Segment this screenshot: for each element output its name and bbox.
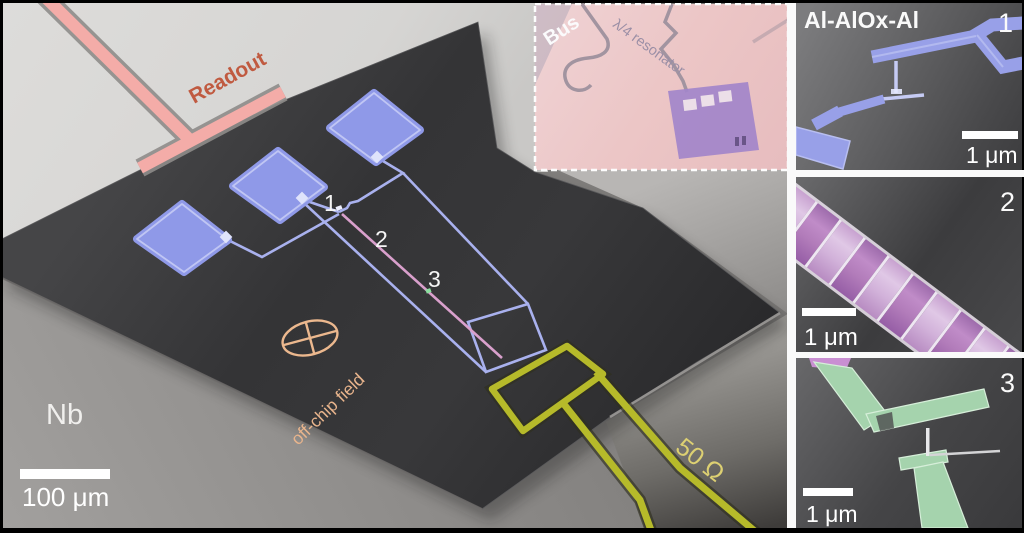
pad-stub-middle: [295, 191, 309, 205]
panel-3-number: 3: [1000, 368, 1015, 398]
junction-3-micrograph: 3 1 μm: [796, 358, 1022, 528]
inset-resonator-line: [658, 3, 689, 93]
small-junction-structure: [809, 358, 1001, 528]
inset-micrograph: Bus λ/4 resonator: [533, 2, 790, 172]
panel-1-scale-bar: [962, 131, 1018, 139]
panel-2-number: 2: [1000, 187, 1015, 217]
main-scale-bar-label: 100 μm: [22, 482, 109, 512]
main-scale-bar: [20, 469, 110, 479]
panel-2-scale-label: 1 μm: [804, 324, 858, 351]
panel-3-scale-bar: [803, 488, 853, 496]
pad-stub-bottom: [219, 230, 233, 244]
junction-overlap: [891, 89, 902, 94]
inset-bus-line: [563, 2, 610, 92]
junction-3-mark: [425, 288, 432, 294]
pad-stub-top: [370, 150, 384, 164]
chip-right-edge: [609, 311, 781, 419]
substrate-label: Nb: [46, 399, 83, 431]
junction-panel-3: 3 1 μm: [796, 358, 1022, 528]
panel-separator-1: [787, 170, 1024, 177]
junction-marker-1: 1: [324, 190, 337, 216]
junction-array-ribbon: [796, 177, 1022, 352]
substrate-top-right: [535, 160, 791, 316]
junction-2-micrograph: 2 1 μm: [796, 177, 1022, 352]
junction-1-mark: [335, 205, 343, 211]
termination-loop: [466, 302, 548, 374]
cpw-50ohm-line: [483, 339, 761, 533]
qubit-pads: [133, 89, 424, 276]
readout-feedline: [35, 0, 288, 177]
junction-marker-2: 2: [375, 226, 388, 252]
junction-markers: 1 2 3: [324, 190, 441, 292]
panel-1-scale-label: 1 μm: [966, 142, 1018, 168]
panel-separator-vertical: [787, 3, 796, 528]
panel-1-number: 1: [998, 8, 1013, 38]
junction-marker-3: 3: [428, 266, 441, 292]
junction-1-micrograph: Al-AlOx-Al 1 1 μm: [796, 3, 1022, 170]
junction-panel-2: 2 1 μm: [796, 177, 1022, 352]
substrate-bottom-right: [606, 312, 791, 528]
junction-array-wire: [341, 213, 503, 359]
panel-3-scale-label: 1 μm: [806, 501, 858, 527]
inset-corner-tint: [535, 4, 572, 85]
junction-panel-1: Al-AlOx-Al 1 1 μm: [796, 3, 1022, 170]
panel-header: Al-AlOx-Al: [804, 7, 919, 33]
panel-separator-2: [787, 352, 1024, 358]
junction-bridge: [926, 428, 930, 456]
inset-qubit-pads: [682, 90, 733, 112]
main-sem-micrograph: Readout 50 Ω: [0, 0, 791, 533]
field-direction-icon: [281, 319, 339, 357]
inset-feed-line: [752, 18, 789, 44]
al-junction-structure: [796, 16, 1022, 170]
chip-bottom-edge: [0, 276, 483, 510]
inset-qubit: [668, 82, 759, 159]
panel-2-scale-bar: [802, 308, 856, 316]
qubit-wiring: [225, 156, 548, 374]
inset-junction-mark: [735, 137, 739, 146]
inset-junction-mark: [742, 136, 746, 145]
